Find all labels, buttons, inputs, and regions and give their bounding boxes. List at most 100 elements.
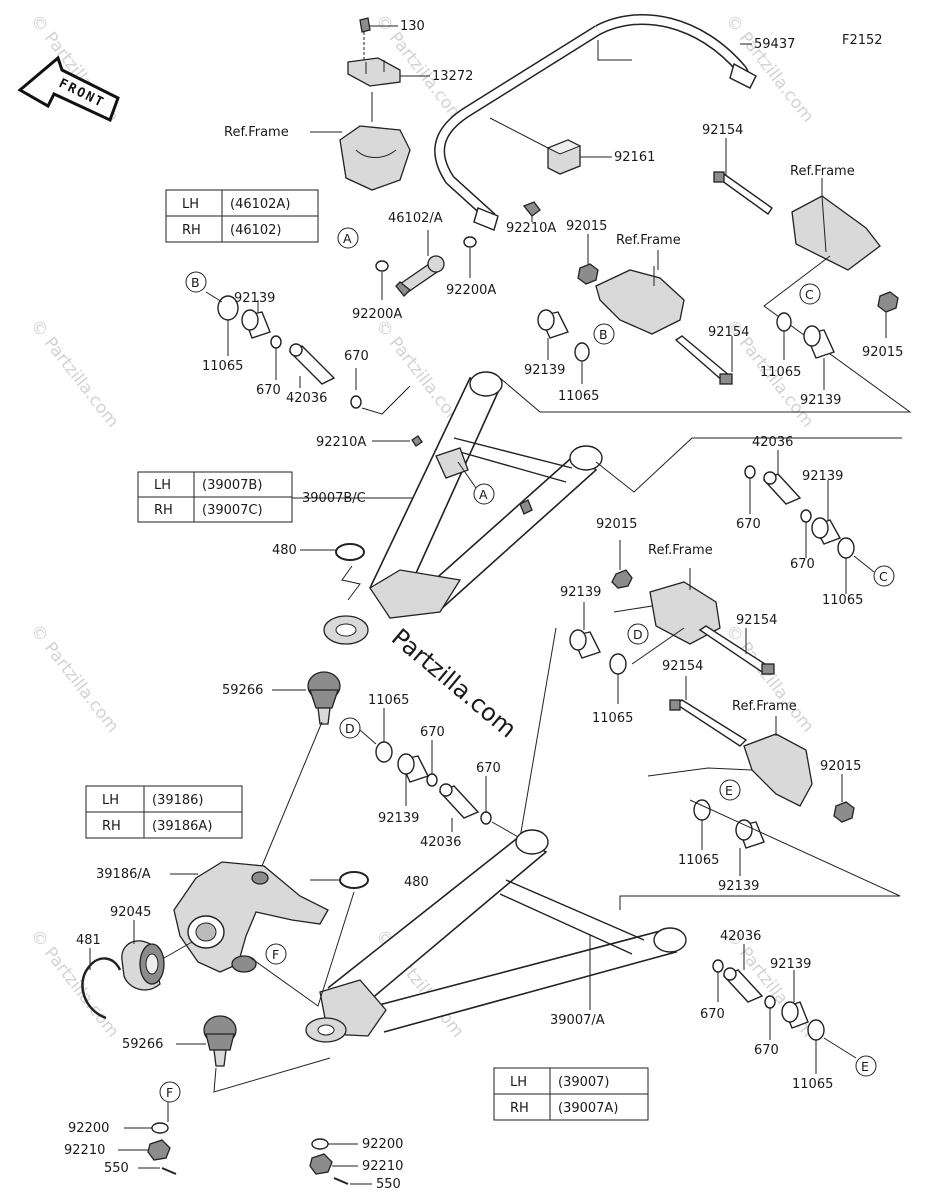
marker-c: C [799, 283, 821, 305]
bolt-46102 [395, 255, 445, 297]
bearing-92045 [121, 940, 165, 991]
sleeve-42036 [722, 967, 764, 1003]
marker-b: B [593, 323, 615, 345]
circlip-480 [335, 543, 365, 561]
table-cell: RH [154, 503, 173, 518]
o-ring-670 [744, 465, 756, 479]
leader-line [853, 555, 875, 573]
label-92139: 92139 [718, 879, 759, 894]
label-42036: 42036 [720, 929, 761, 944]
table-cell: (39007C) [202, 503, 263, 518]
cotter-pin-550 [161, 1167, 177, 1175]
label-11065: 11065 [760, 365, 801, 380]
watermark-text: © Partzilla.com [721, 621, 818, 737]
label-46102A: 46102/A [388, 211, 443, 226]
label-59437: 59437 [754, 37, 795, 52]
leader-line [595, 437, 902, 493]
label-ref-frame: Ref.Frame [648, 543, 713, 558]
steering-knuckle [173, 861, 329, 973]
label-670: 670 [476, 761, 501, 776]
label-130: 130 [400, 19, 425, 34]
castle-nut-92210 [309, 1153, 333, 1175]
label-92139: 92139 [378, 811, 419, 826]
label-92154: 92154 [736, 613, 777, 628]
svg-text:D: D [345, 721, 355, 736]
sleeve-42036 [288, 343, 336, 385]
snap-ring-481 [81, 957, 122, 1020]
part-labels: 130 13272 59437 Ref.Frame 92161 92154 Re… [64, 19, 903, 1192]
marker-f: F [265, 943, 287, 965]
washer-11065 [609, 653, 627, 675]
table-cell: (39007A) [558, 1101, 618, 1116]
o-ring-670 [480, 811, 492, 825]
label-92210: 92210 [362, 1159, 403, 1174]
svg-text:B: B [599, 327, 608, 342]
washer-11065 [776, 312, 792, 332]
frame-bracket-mid [595, 266, 685, 335]
sleeve-42036 [762, 471, 802, 505]
leader-line [205, 291, 223, 303]
collar-92139 [781, 1001, 809, 1029]
leader-line [261, 721, 323, 867]
label-92154: 92154 [702, 123, 743, 138]
label-92015: 92015 [566, 219, 607, 234]
label-670: 670 [344, 349, 369, 364]
collar-92139 [569, 629, 601, 659]
castle-nut-92210 [147, 1139, 171, 1161]
circlip-480 [339, 871, 369, 889]
stabilizer-bar [434, 14, 757, 231]
bolt-92154 [669, 699, 748, 747]
svg-text:D: D [633, 627, 643, 642]
label-92045: 92045 [110, 905, 151, 920]
washer-11065 [807, 1019, 825, 1041]
marker-e: E [719, 779, 741, 801]
frame-bracket-right-top [791, 195, 881, 271]
label-92015: 92015 [596, 517, 637, 532]
label-11065: 11065 [678, 853, 719, 868]
washer-92200 [311, 1138, 329, 1150]
table-46102: LH (46102A) RH (46102) [165, 189, 319, 243]
table-39186: LH (39186) RH (39186A) [85, 785, 243, 839]
lower-a-arm [305, 829, 687, 1043]
label-ref-frame: Ref.Frame [224, 125, 289, 140]
leader-line [163, 941, 193, 959]
nut-92015 [877, 291, 899, 313]
frame-bracket-e [743, 716, 813, 807]
label-39007A: 39007/A [550, 1013, 605, 1028]
label-ref-frame: Ref.Frame [790, 164, 855, 179]
label-42036: 42036 [420, 835, 461, 850]
svg-text:E: E [861, 1059, 869, 1074]
label-670: 670 [420, 725, 445, 740]
label-550: 550 [376, 1177, 401, 1192]
table-39007: LH (39007) RH (39007A) [493, 1067, 649, 1121]
washer-11065 [574, 342, 590, 362]
collar-92139 [811, 517, 842, 545]
leader-line [647, 767, 753, 777]
label-670: 670 [256, 383, 281, 398]
label-670: 670 [736, 517, 761, 532]
label-92015: 92015 [820, 759, 861, 774]
sleeve-42036 [438, 783, 480, 819]
label-92161: 92161 [614, 150, 655, 165]
nut-92015 [577, 263, 599, 285]
table-cell: RH [510, 1101, 529, 1116]
marker-d: D [627, 623, 649, 645]
label-92200A: 92200A [446, 283, 496, 298]
label-670: 670 [700, 1007, 725, 1022]
leader-line [597, 40, 632, 61]
table-cell: LH [182, 197, 199, 212]
label-11065: 11065 [202, 359, 243, 374]
o-ring-670 [764, 995, 776, 1009]
label-92139: 92139 [234, 291, 275, 306]
collar-92139 [537, 309, 569, 339]
label-11065: 11065 [368, 693, 409, 708]
o-ring-670 [270, 335, 282, 349]
marker-e: E [855, 1055, 877, 1077]
svg-text:F: F [272, 947, 279, 962]
label-92139: 92139 [802, 469, 843, 484]
label-92210: 92210 [64, 1143, 105, 1158]
leader-line [499, 255, 912, 413]
label-92200A: 92200A [352, 307, 402, 322]
label-11065: 11065 [822, 593, 863, 608]
